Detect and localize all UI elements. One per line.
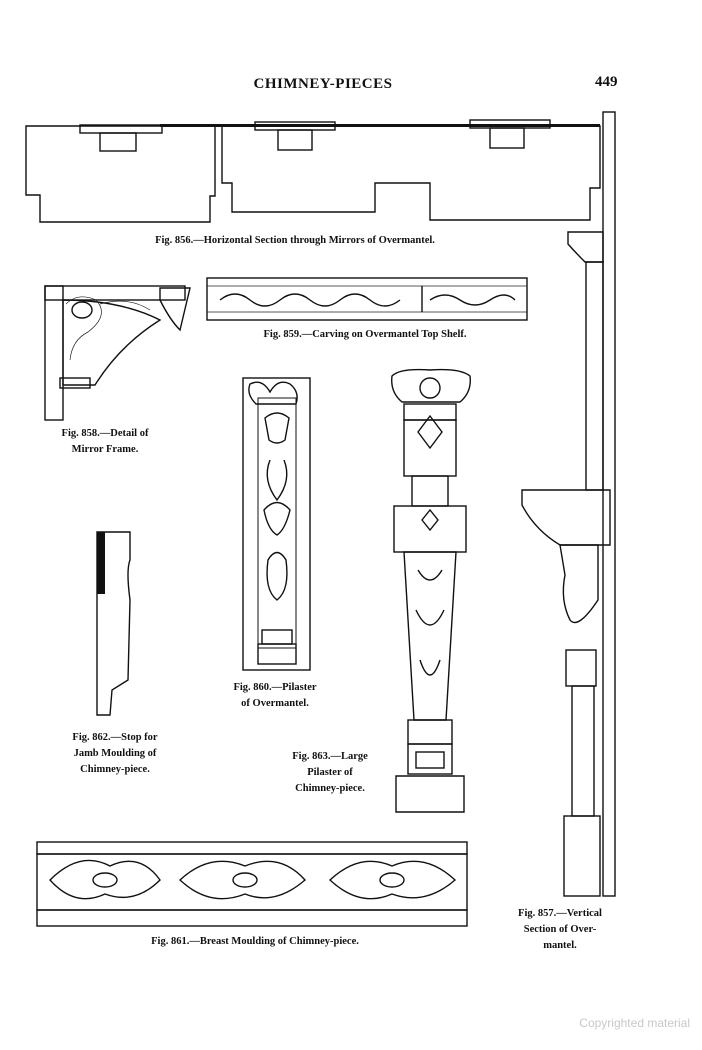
page-title: CHIMNEY-PIECES xyxy=(253,76,393,92)
caption-line: Fig. 863.—Large xyxy=(292,751,368,762)
caption-line: Fig. 860.—Pilaster xyxy=(233,682,317,693)
caption-line: Chimney-piece. xyxy=(80,764,150,775)
caption-line: Chimney-piece. xyxy=(295,783,365,794)
caption-line: Fig. 858.—Detail of xyxy=(61,428,149,439)
caption-fig-856: Fig. 856.—Horizontal Section through Mir… xyxy=(155,235,435,246)
caption-line: Pilaster of xyxy=(307,767,353,778)
fig-859-drawing xyxy=(206,277,528,321)
caption-line: of Overmantel. xyxy=(241,698,309,709)
caption-line: mantel. xyxy=(543,940,577,951)
fig-856-drawing xyxy=(25,119,601,223)
page-number: 449 xyxy=(595,74,618,90)
fig-860-drawing xyxy=(242,377,311,671)
caption-fig-862: Fig. 862.—Stop for Jamb Moulding of Chim… xyxy=(40,730,190,778)
fig-863-drawing xyxy=(391,368,471,813)
caption-fig-861: Fig. 861.—Breast Moulding of Chimney-pie… xyxy=(151,936,359,947)
fig-861-drawing xyxy=(36,841,468,927)
caption-fig-857: Fig. 857.—Vertical Section of Over- mant… xyxy=(495,906,625,954)
fig-858-drawing xyxy=(44,285,191,421)
copyright-watermark: Copyrighted material xyxy=(579,1016,690,1030)
caption-line: Mirror Frame. xyxy=(71,444,139,455)
fig-862-drawing xyxy=(96,531,131,716)
caption-line: Fig. 857.—Vertical xyxy=(518,908,602,919)
caption-line: Fig. 862.—Stop for xyxy=(72,732,158,743)
caption-fig-858: Fig. 858.—Detail of Mirror Frame. xyxy=(30,426,180,458)
caption-fig-859: Fig. 859.—Carving on Overmantel Top Shel… xyxy=(263,329,467,340)
fig-857-drawing xyxy=(521,111,616,897)
caption-line: Jamb Moulding of xyxy=(73,748,157,759)
caption-line: Section of Over- xyxy=(523,924,597,935)
caption-fig-863: Fig. 863.—Large Pilaster of Chimney-piec… xyxy=(270,749,390,797)
caption-fig-860: Fig. 860.—Pilaster of Overmantel. xyxy=(210,680,340,712)
